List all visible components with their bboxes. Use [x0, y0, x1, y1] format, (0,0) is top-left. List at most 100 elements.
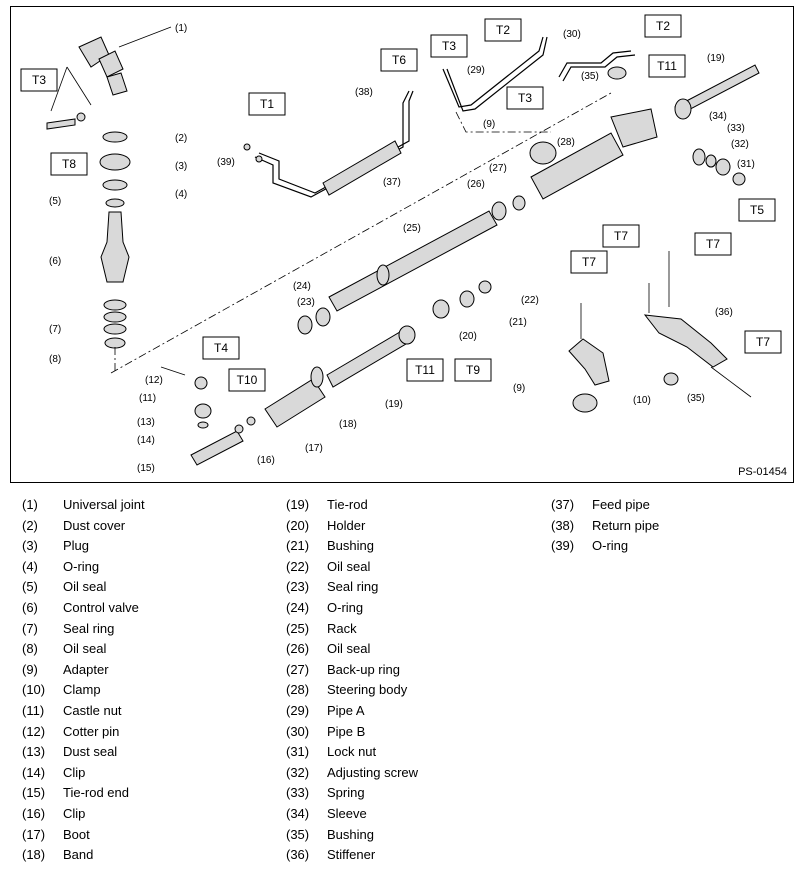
callout-label: (12) — [145, 375, 163, 386]
callout-labels: (1)(2)(3)(4)(5)(6)(7)(8)(9)(9)(10)(11)(1… — [49, 23, 755, 474]
legend-number: (19) — [286, 497, 310, 512]
torque-box: T2 — [484, 18, 522, 42]
legend-number: (35) — [286, 826, 310, 842]
callout-label: (37) — [383, 177, 401, 188]
legend-part-name: Castle nut — [63, 702, 122, 718]
legend-number: (23) — [286, 579, 310, 595]
callout-label: (15) — [137, 463, 155, 474]
callout-label: (6) — [49, 256, 61, 267]
legend-part-name: Oil seal — [63, 641, 107, 657]
tie-rod-left-drawing — [160, 280, 492, 466]
legend-column-2: (19)Tie-rod(20)Holder(21)Bushing(22)Oil … — [286, 495, 526, 866]
legend-number: (16) — [22, 805, 46, 821]
legend-part-name: Pipe B — [327, 723, 366, 739]
legend-part-name: Pipe A — [327, 702, 365, 718]
legend-row: (33)Spring — [286, 783, 526, 804]
universal-joint-drawing — [46, 26, 172, 130]
legend-row: (10) Clamp — [22, 680, 262, 701]
legend-number: (4) — [22, 558, 38, 574]
legend-number: (24) — [286, 599, 310, 615]
torque-label: T9 — [466, 363, 480, 377]
callout-label: (28) — [557, 137, 575, 148]
legend-row: (20)Holder — [286, 516, 526, 537]
legend-row: (12)Cotter pin — [22, 722, 262, 743]
legend-number: (17) — [22, 826, 46, 842]
torque-label: T3 — [32, 73, 46, 87]
callout-label: (17) — [305, 443, 323, 454]
torque-box: T7 — [694, 232, 732, 256]
torque-box: T9 — [454, 358, 492, 382]
legend-column-3: (37)Feed pipe(38)Return pipe(39)O-ring — [551, 495, 791, 557]
legend-part-name: Bushing — [327, 826, 374, 842]
callout-label: (35) — [687, 393, 705, 404]
callout-label: (14) — [137, 435, 155, 446]
legend-row: (23)Seal ring — [286, 577, 526, 598]
legend-number: (10) — [22, 682, 46, 698]
legend-part-name: Clip — [63, 805, 86, 821]
torque-box: T3 — [506, 86, 544, 110]
legend-part-name: Holder — [327, 517, 366, 533]
legend-row: (28)Steering body — [286, 680, 526, 701]
legend-number: (11) — [22, 702, 45, 718]
legend-number: (31) — [286, 744, 310, 760]
callout-label: (16) — [257, 455, 275, 466]
legend-row: (2)Dust cover — [22, 516, 262, 537]
callout-label: (32) — [731, 139, 749, 150]
torque-label: T7 — [582, 255, 596, 269]
callout-label: (9) — [483, 119, 495, 130]
callout-label: (18) — [339, 419, 357, 430]
legend-number: (28) — [286, 682, 310, 698]
legend-row: (36)Stiffener — [286, 845, 526, 866]
torque-box: T10 — [228, 368, 266, 392]
legend-part-name: Sleeve — [327, 805, 367, 821]
legend-part-name: Band — [63, 847, 94, 863]
legend-number: (39) — [551, 538, 575, 554]
legend-number: (26) — [286, 641, 310, 657]
callout-label: (30) — [563, 29, 581, 40]
legend-part-name: Dust cover — [63, 517, 126, 533]
legend-number: (22) — [286, 558, 310, 574]
legend-part-name: Bushing — [327, 538, 374, 554]
legend-number: (9) — [22, 661, 38, 677]
legend-part-name: Adapter — [63, 661, 109, 677]
callout-label: (26) — [467, 179, 485, 190]
torque-label: T11 — [657, 59, 677, 73]
callout-label: (38) — [355, 87, 373, 98]
legend-row: (34)Sleeve — [286, 804, 526, 825]
legend-row: (6)Control valve — [22, 598, 262, 619]
callout-label: (31) — [737, 159, 755, 170]
tie-rod-right-drawing — [674, 64, 760, 186]
legend-part-name: Oil seal — [327, 641, 371, 657]
legend-part-name: Control valve — [63, 599, 139, 615]
torque-label: T4 — [214, 341, 228, 355]
legend-number: (8) — [22, 641, 38, 657]
legend-part-name: Oil seal — [327, 558, 371, 574]
legend-row: (39)O-ring — [551, 536, 791, 557]
callout-label: (8) — [49, 354, 61, 365]
legend-part-name: Clamp — [63, 682, 101, 698]
callout-label: (5) — [49, 196, 61, 207]
callout-label: (22) — [521, 295, 539, 306]
callout-label: (19) — [385, 399, 403, 410]
callout-label: (34) — [709, 111, 727, 122]
legend-row: (32)Adjusting screw — [286, 763, 526, 784]
legend-row: (9) Adapter — [22, 660, 262, 681]
callout-label: (11) — [139, 393, 156, 404]
legend-row: (27)Back-up ring — [286, 660, 526, 681]
legend-part-name: Return pipe — [592, 517, 660, 533]
torque-label: T1 — [260, 97, 274, 111]
torque-label: T3 — [518, 91, 532, 105]
torque-box: T11 — [406, 358, 444, 382]
callout-label: (19) — [707, 53, 725, 64]
exploded-diagram: (1)(2)(3)(4)(5)(6)(7)(8)(9)(9)(10)(11)(1… — [10, 6, 794, 483]
legend-number: (21) — [286, 538, 310, 554]
legend-number: (14) — [22, 764, 46, 780]
legend-row: (37)Feed pipe — [551, 495, 791, 516]
legend-part-name: Back-up ring — [327, 661, 400, 677]
legend-row: (3)Plug — [22, 536, 262, 557]
steering-body-drawing — [491, 66, 658, 221]
callout-label: (3) — [175, 161, 187, 172]
diagram-canvas: (1)(2)(3)(4)(5)(6)(7)(8)(9)(9)(10)(11)(1… — [20, 14, 782, 474]
legend-row: (15)Tie-rod end — [22, 783, 262, 804]
